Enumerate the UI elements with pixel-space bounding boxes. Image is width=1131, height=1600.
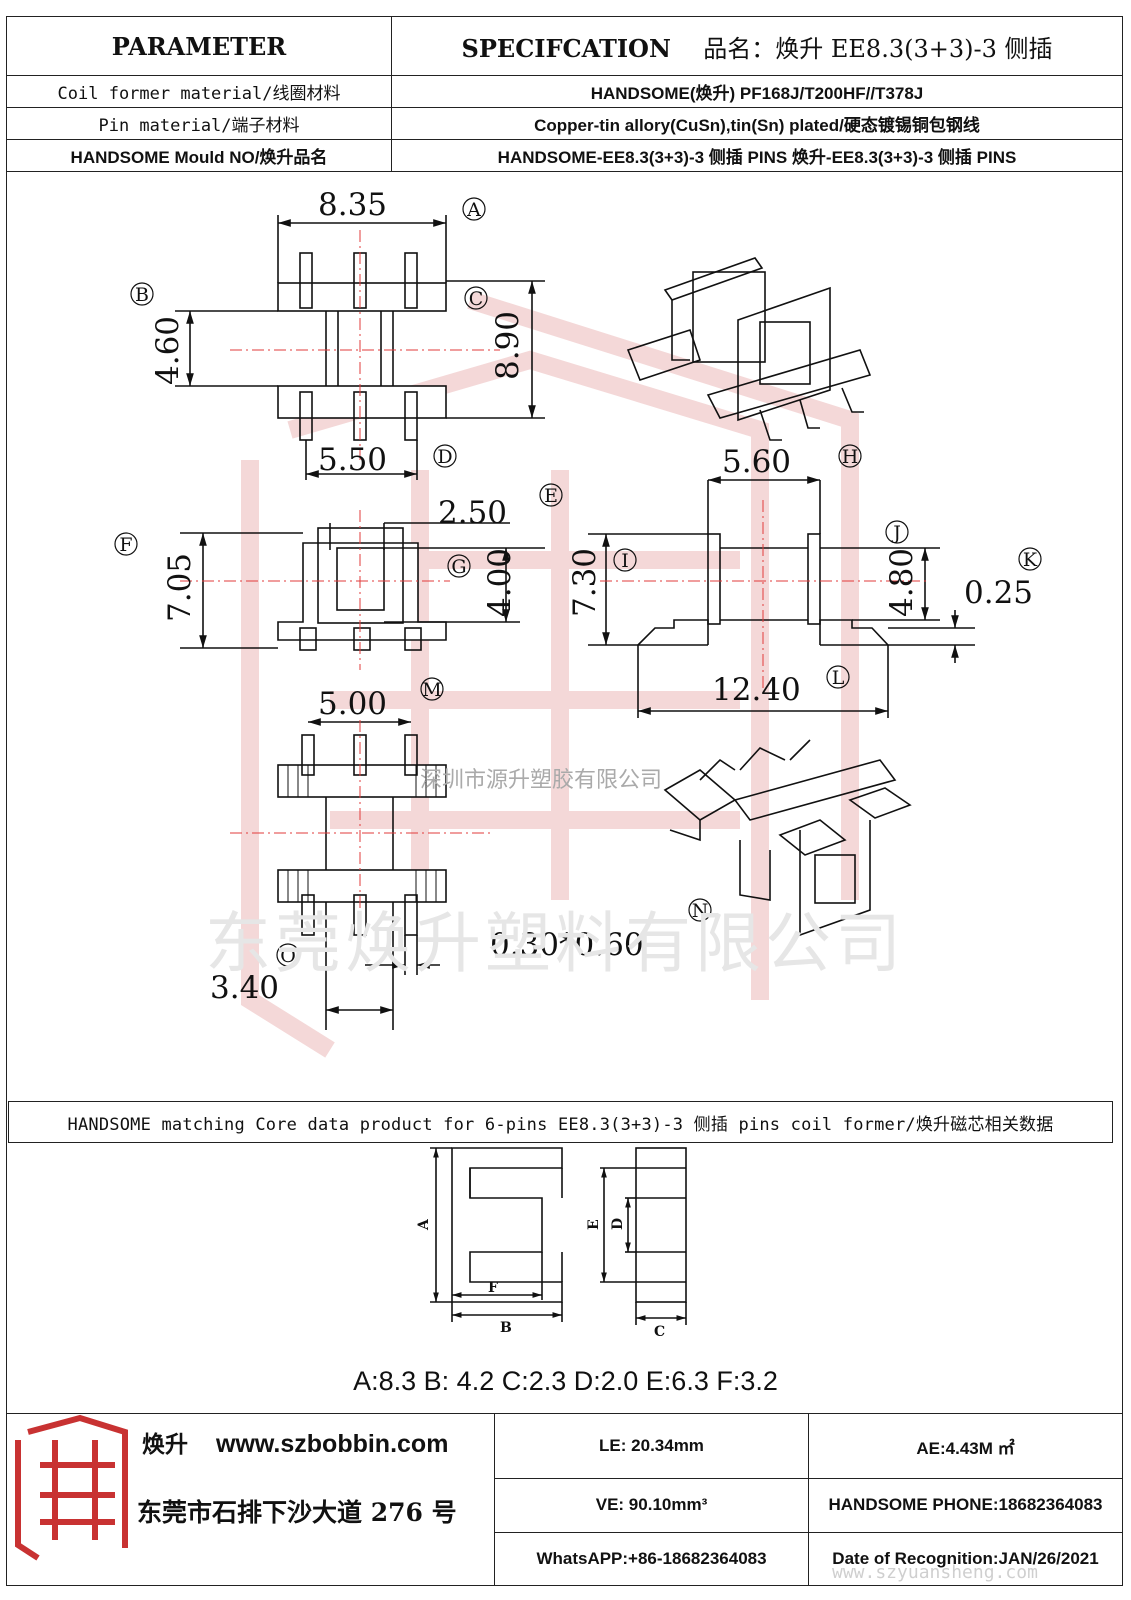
le-value: LE: 20.34mm [494, 1412, 809, 1480]
dim-l-value: 12.40 [712, 672, 801, 708]
core-label-f: F [488, 1280, 498, 1296]
dim-g-value: 4.00 [482, 548, 518, 617]
parameter-header: PARAMETER [6, 16, 392, 76]
spec-table: PARAMETER SPECIFCATION 品名：焕升 EE8.3(3+3)-… [6, 16, 1123, 172]
footer-brand: 焕升 www.szbobbin.com [142, 1425, 448, 1459]
core-parameters-table: LE: 20.34mm AE:4.43M ㎡ VE: 90.10mm³ HAND… [494, 1412, 1123, 1587]
product-name: 品名：焕升 EE8.3(3+3)-3 侧插 [703, 34, 1053, 63]
ae-value: AE:4.43M ㎡ [808, 1412, 1123, 1480]
company-watermark-large: 东莞焕升塑料有限公司 [205, 905, 905, 982]
svg-text:K: K [1023, 549, 1038, 571]
date-value: Date of Recognition:JAN/26/2021 [808, 1531, 1123, 1587]
coil-material-label: Coil former material/线圈材料 [6, 75, 392, 108]
core-dimensions: A:8.3 B: 4.2 C:2.3 D:2.0 E:6.3 F:3.2 [353, 1366, 778, 1396]
core-label-d: D [610, 1218, 626, 1230]
svg-text:L: L [832, 667, 845, 689]
dim-k-value: 0.25 [964, 575, 1033, 611]
dim-f-value: 7.05 [162, 553, 198, 622]
company-watermark-small: 深圳市源升塑胶有限公司 [420, 768, 663, 793]
url-watermark: www.szyuansheng.com [832, 1562, 1038, 1583]
whatsapp-value: WhatsAPP:+86-18682364083 [494, 1531, 809, 1587]
svg-text:M: M [422, 679, 441, 701]
dim-e-value: 2.50 [438, 495, 507, 531]
specification-label: SPECIFCATION [461, 33, 671, 63]
pin-material-label: Pin material/端子材料 [6, 107, 392, 140]
svg-text:H: H [842, 446, 859, 468]
mould-value: HANDSOME-EE8.3(3+3)-3 侧插 PINS 焕升-EE8.3(3… [391, 139, 1123, 172]
dim-b-value: 4.60 [150, 316, 186, 385]
svg-text:A: A [466, 199, 481, 221]
brand-name: 焕升 [142, 1431, 188, 1458]
side-view [588, 476, 975, 718]
dim-c-value: 8.90 [490, 311, 526, 380]
core-data-title: HANDSOME matching Core data product for … [8, 1101, 1113, 1143]
dim-o-value: 3.40 [210, 970, 279, 1006]
svg-text:J: J [891, 522, 901, 544]
center-lines [180, 230, 930, 950]
iso-view-top [626, 257, 872, 441]
svg-text:O: O [280, 945, 296, 967]
core-label-b: B [500, 1320, 512, 1336]
svg-text:C: C [469, 288, 484, 310]
bottom-view [277, 718, 447, 1030]
company-address: 东莞市石排下沙大道 276 号 [137, 1498, 457, 1527]
dim-d-value: 5.50 [318, 442, 387, 478]
core-label-c: C [654, 1324, 665, 1340]
core-label-e: E [586, 1219, 602, 1230]
dim-n-value: 0.30*0.60 [490, 927, 644, 963]
svg-text:D: D [437, 446, 452, 468]
svg-text:N: N [692, 900, 709, 922]
coil-material-value: HANDSOME(焕升) PF168J/T200HF//T378J [391, 75, 1123, 108]
mould-label: HANDSOME Mould NO/焕升品名 [6, 139, 392, 172]
core-label-a: A [416, 1218, 432, 1231]
specification-header: SPECIFCATION 品名：焕升 EE8.3(3+3)-3 侧插 [391, 16, 1123, 76]
front-view [180, 522, 545, 651]
phone-value: HANDSOME PHONE:18682364083 [808, 1478, 1123, 1533]
svg-text:B: B [135, 284, 149, 306]
ve-value: VE: 90.10mm³ [494, 1478, 809, 1533]
svg-text:E: E [544, 485, 558, 507]
iso-view-bottom [663, 739, 912, 937]
dim-h-value: 5.60 [722, 444, 791, 480]
dim-m-value: 5.00 [318, 686, 387, 722]
dim-j-value: 4.80 [884, 548, 920, 617]
dim-a-value: 8.35 [318, 187, 387, 223]
svg-text:I: I [621, 550, 629, 572]
svg-text:F: F [119, 534, 132, 556]
dim-i-value: 7.30 [567, 548, 603, 617]
svg-text:G: G [451, 556, 466, 578]
website-link[interactable]: www.szbobbin.com [216, 1430, 449, 1458]
top-view [175, 215, 545, 480]
